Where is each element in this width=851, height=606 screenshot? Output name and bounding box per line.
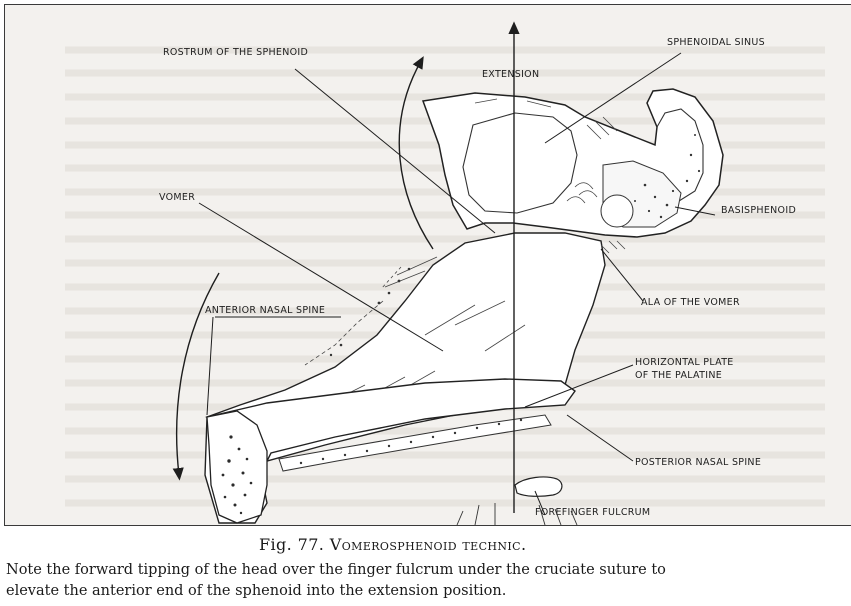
figure-title: Vomerosphenoid technic.	[330, 535, 527, 554]
leader-ala-vomer	[601, 249, 643, 301]
label-basisphenoid: BASISPHENOID	[721, 205, 796, 217]
label-horizontal-plate-line1: HORIZONTAL PLATE	[635, 357, 734, 369]
figure-caption: Fig. 77. Vomerosphenoid technic.	[259, 535, 526, 554]
label-vomer: VOMER	[159, 192, 195, 204]
sphenoid-foramen	[601, 195, 633, 227]
label-horizontal-plate-line2: OF THE PALATINE	[635, 370, 722, 382]
label-posterior-nasal-spine: POSTERIOR NASAL SPINE	[635, 457, 761, 469]
label-sphenoidal-sinus: SPHENOIDAL SINUS	[667, 37, 765, 49]
illustration-plate: ROSTRUM OF THE SPHENOID EXTENSION SPHENO…	[4, 4, 851, 526]
label-ala-of-vomer: ALA OF THE VOMER	[641, 297, 740, 309]
figure-number: Fig. 77.	[259, 535, 324, 554]
anatomical-drawing	[5, 5, 851, 526]
extension-rotation-arrow	[399, 61, 433, 249]
caption-note-line-2: elevate the anterior end of the sphenoid…	[6, 583, 506, 599]
leader-vomer	[199, 203, 443, 351]
label-rostrum-of-sphenoid: ROSTRUM OF THE SPHENOID	[163, 47, 308, 59]
anterior-spine-bone	[207, 411, 267, 523]
label-forefinger-fulcrum: FOREFINGER FULCRUM	[535, 507, 650, 519]
label-anterior-nasal-spine: ANTERIOR NASAL SPINE	[205, 305, 325, 317]
caption-note-line-1: Note the forward tipping of the head ove…	[6, 562, 666, 578]
label-extension: EXTENSION	[482, 69, 539, 81]
